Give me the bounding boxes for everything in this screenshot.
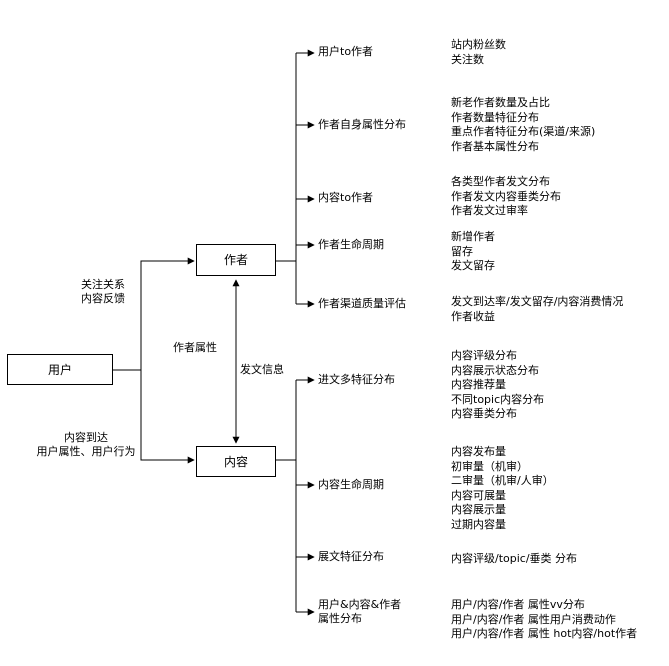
detail-line: 各类型作者发文分布	[451, 175, 550, 188]
author-details-fans: 站内粉丝数 关注数	[451, 38, 506, 67]
detail-line: 作者发文内容垂类分布	[451, 189, 561, 203]
content-details-display: 内容评级/topic/垂类 分布	[451, 552, 577, 567]
detail-line: 用户/内容/作者 属性用户消费动作	[451, 612, 616, 626]
detail-line: 作者发文过审率	[451, 204, 528, 217]
node-author: 作者	[196, 244, 276, 276]
detail-line: 作者数量特征分布	[451, 110, 539, 124]
edge-label-line: 内容到达	[64, 431, 108, 444]
detail-line: 内容展示状态分布	[451, 363, 539, 377]
detail-line: 用户/内容/作者 属性vv分布	[451, 598, 585, 611]
edge-label-user-content: 内容到达 用户属性、用户行为	[30, 431, 142, 459]
detail-line: 内容推荐量	[451, 378, 506, 391]
edge-label-author-attr: 作者属性	[173, 341, 217, 354]
content-branch-label-line: 用户&内容&作者	[318, 598, 402, 611]
content-details-lifecycle: 内容发布量 初审量（机审） 二审量（机审/人审） 内容可展量 内容展示量 过期内…	[451, 445, 554, 532]
detail-line: 发文留存	[451, 259, 495, 272]
edge-label-line: 用户属性、用户行为	[36, 445, 136, 458]
author-details-channel: 发文到达率/发文留存/内容消费情况 作者收益	[451, 295, 623, 324]
content-branch-label: 展文特征分布	[318, 550, 384, 563]
content-details-features: 内容评级分布 内容展示状态分布 内容推荐量 不同topic内容分布 内容垂类分布	[451, 349, 544, 422]
detail-line: 二审量（机审/人审）	[451, 474, 554, 487]
edge-label-publish-info: 发文信息	[238, 363, 286, 377]
node-user: 用户	[7, 354, 113, 385]
edge-label-line: 关注关系	[81, 278, 125, 291]
detail-line: 重点作者特征分布(渠道/来源)	[451, 125, 596, 138]
detail-line: 内容发布量	[451, 445, 506, 458]
content-branch-trunk	[276, 380, 297, 612]
edge-user-to-content	[113, 369, 195, 464]
author-details-attributes: 新老作者数量及占比 作者数量特征分布 重点作者特征分布(渠道/来源) 作者基本属…	[451, 96, 595, 154]
content-details-user-content-author: 用户/内容/作者 属性vv分布 用户/内容/作者 属性用户消费动作 用户/内容/…	[451, 598, 637, 642]
detail-line: 不同topic内容分布	[451, 392, 545, 406]
author-details-content: 各类型作者发文分布 作者发文内容垂类分布 作者发文过审率	[451, 175, 561, 219]
detail-line: 内容评级分布	[451, 349, 517, 362]
author-branch-label: 作者自身属性分布	[318, 118, 406, 131]
author-details-lifecycle: 新增作者 留存 发文留存	[451, 230, 495, 274]
author-branch-trunk	[276, 53, 297, 304]
detail-line: 用户/内容/作者 属性 hot内容/hot作者	[451, 627, 638, 640]
detail-line: 内容展示量	[451, 503, 506, 516]
edge-label-line: 内容反馈	[81, 292, 125, 305]
detail-line: 内容可展量	[451, 488, 506, 502]
author-branch-label: 用户to作者	[318, 45, 374, 58]
detail-line: 初审量（机审）	[451, 459, 528, 473]
detail-line: 内容评级/topic/垂类 分布	[451, 552, 578, 565]
author-branch-label: 作者生命周期	[318, 238, 384, 251]
detail-line: 留存	[451, 244, 473, 258]
detail-line: 新老作者数量及占比	[451, 96, 550, 109]
detail-line: 站内粉丝数	[451, 38, 506, 51]
author-branch-label: 内容to作者	[318, 191, 374, 204]
detail-line: 内容垂类分布	[451, 407, 517, 420]
content-branch-label: 内容生命周期	[318, 478, 384, 491]
detail-line: 发文到达率/发文留存/内容消费情况	[451, 295, 624, 308]
detail-line: 关注数	[451, 52, 484, 66]
node-content: 内容	[196, 446, 276, 477]
author-branch-label: 作者渠道质量评估	[318, 297, 406, 310]
edge-label-user-author: 关注关系 内容反馈	[75, 278, 131, 306]
detail-line: 新增作者	[451, 230, 495, 243]
detail-line: 过期内容量	[451, 517, 506, 531]
detail-line: 作者基本属性分布	[451, 139, 539, 153]
content-branch-label: 用户&内容&作者 属性分布	[318, 598, 401, 626]
detail-line: 作者收益	[451, 309, 495, 323]
content-branch-label-line: 属性分布	[318, 612, 362, 625]
content-branch-label: 进文多特征分布	[318, 373, 395, 386]
